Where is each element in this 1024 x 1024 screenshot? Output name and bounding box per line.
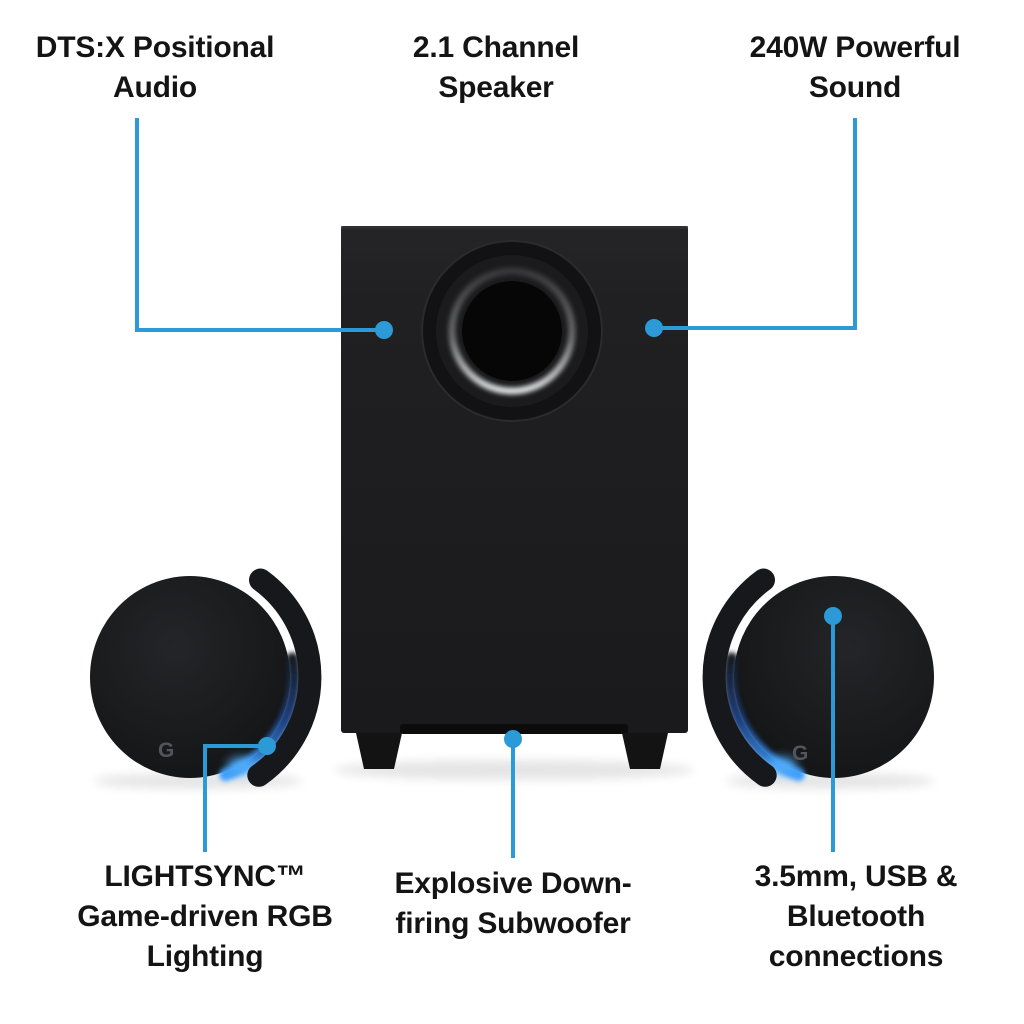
label-line: DTS:X Positional (35, 31, 275, 64)
subwoofer-top-edge (341, 226, 688, 229)
callout-label-dtsx: DTS:X Positional Audio (36, 28, 275, 108)
subwoofer-bottom-recess (400, 724, 628, 734)
callout-dot-subwoofer (504, 730, 522, 748)
label-line: Explosive Down- (394, 867, 632, 900)
driver-glossy-ring (448, 267, 576, 395)
callout-dot-lightsync (258, 737, 276, 755)
label-line: 2.1 Channel (412, 31, 580, 64)
right-speaker-shadow (725, 773, 935, 789)
driver-cone (462, 281, 562, 381)
callout-lines (135, 118, 857, 858)
label-line: connections (768, 940, 944, 973)
callout-label-channel: 2.1 Channel Speaker (413, 28, 579, 108)
callout-dot-dtsx (375, 321, 393, 339)
label-line: Lighting (146, 940, 264, 973)
label-line: Game-driven RGB (77, 900, 333, 933)
label-line: LIGHTSYNC™ (104, 860, 306, 893)
label-line: 3.5mm, USB & (754, 860, 958, 893)
callout-label-subwoofer: Explosive Down- firing Subwoofer (394, 864, 631, 944)
label-line: Speaker (438, 71, 554, 104)
label-line: Audio (113, 71, 197, 104)
callout-dot-connections (824, 607, 842, 625)
satellite-body (90, 576, 290, 778)
g-logo-right-icon: G (792, 742, 808, 765)
driver-recess-edge (421, 240, 603, 422)
label-line: Bluetooth (786, 900, 926, 933)
label-line: 240W Powerful (749, 31, 961, 64)
label-line: firing Subwoofer (395, 907, 631, 940)
subwoofer-graphic (341, 226, 688, 769)
callout-dot-power (645, 319, 663, 337)
satellite-arm (247, 568, 322, 787)
callout-label-connections: 3.5mm, USB & Bluetooth connections (755, 857, 958, 977)
label-line: Sound (808, 71, 902, 104)
subwoofer-foot-right (622, 733, 668, 769)
callout-line-dtsx (135, 118, 378, 332)
callout-line-lightsync (203, 744, 261, 852)
callout-label-lightsync: LIGHTSYNC™ Game-driven RGB Lighting (77, 857, 333, 977)
callout-line-power (660, 118, 857, 330)
subwoofer-foot-left (356, 733, 402, 769)
callout-label-power: 240W Powerful Sound (750, 28, 961, 108)
left-satellite-speaker (90, 568, 322, 787)
right-satellite-speaker (714, 576, 934, 778)
g-logo-left-icon: G (158, 739, 174, 762)
